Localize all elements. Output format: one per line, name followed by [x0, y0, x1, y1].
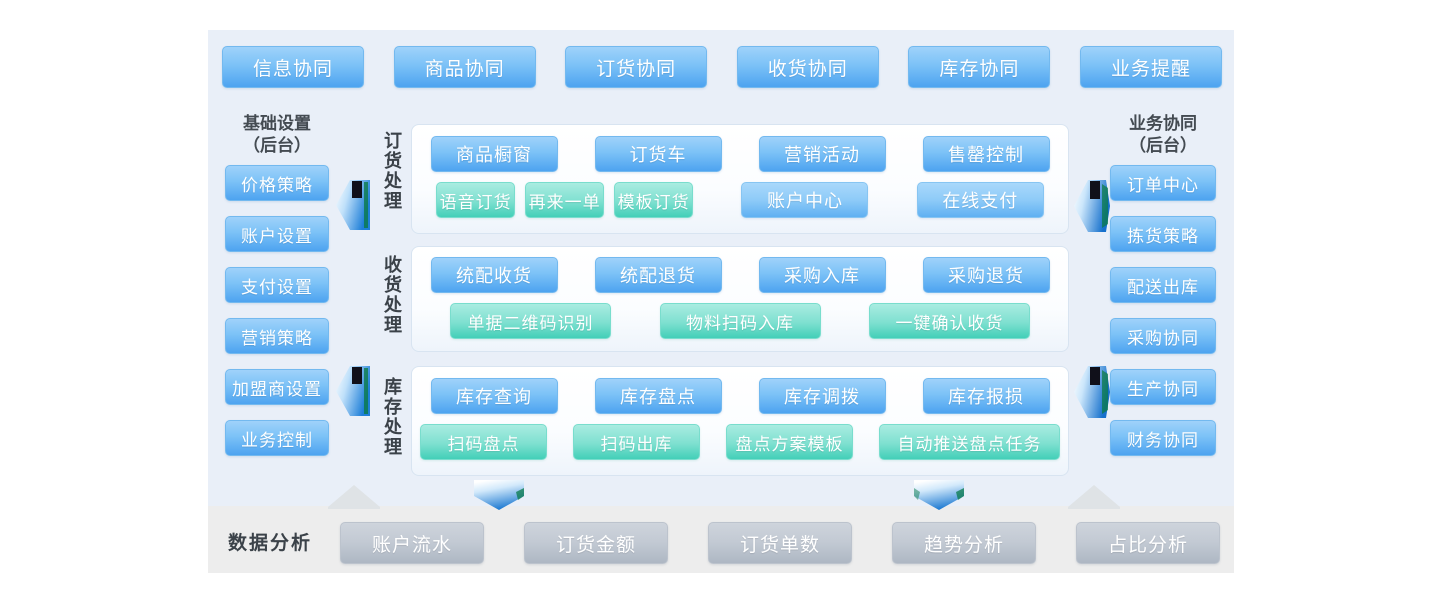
analysis-item-1[interactable]: 订货金额 — [524, 522, 668, 564]
panel-1-item-purchase-return[interactable]: 采购退货 — [922, 257, 1050, 293]
right-item-2[interactable]: 配送出库 — [1110, 267, 1216, 303]
top-item-2[interactable]: 订货协同 — [565, 46, 708, 88]
left-item-2[interactable]: 支付设置 — [225, 267, 329, 303]
left-item-3[interactable]: 营销策略 — [225, 318, 329, 354]
top-collaboration-row: 信息协同 商品协同 订货协同 收货协同 库存协同 业务提醒 — [222, 46, 1222, 88]
panel-2-row-2: 扫码盘点 扫码出库 盘点方案模板 自动推送盘点任务 — [412, 424, 1068, 460]
panel-0-item-template-order[interactable]: 模板订货 — [614, 182, 694, 218]
panel-0-item-soldout[interactable]: 售罄控制 — [922, 136, 1050, 172]
panel-1-item-one-click-receive[interactable]: 一键确认收货 — [869, 303, 1030, 339]
right-item-5[interactable]: 财务协同 — [1110, 420, 1216, 456]
panel-1-item-purchase-in[interactable]: 采购入库 — [758, 257, 886, 293]
panel-0-row-1: 商品橱窗 订货车 营销活动 售罄控制 — [412, 136, 1068, 172]
panel-receiving-processing: 统配收货 统配退货 采购入库 采购退货 单据二维码识别 物料扫码入库 一键确认收… — [411, 246, 1069, 352]
panel-0-teal-group: 语音订货 再来一单 模板订货 — [436, 182, 694, 218]
panel-0-item-account-center[interactable]: 账户中心 — [741, 182, 869, 218]
panel-0-vertical-label: 订货处理 — [382, 131, 402, 211]
left-item-4[interactable]: 加盟商设置 — [225, 369, 329, 405]
right-item-4[interactable]: 生产协同 — [1110, 369, 1216, 405]
right-column-title-line2: （后台） — [1129, 136, 1197, 155]
panel-0-item-cart[interactable]: 订货车 — [594, 136, 722, 172]
panel-order-processing: 商品橱窗 订货车 营销活动 售罄控制 语音订货 再来一单 模板订货 账户中心 在… — [411, 124, 1069, 234]
panel-2-item-scan-outbound[interactable]: 扫码出库 — [573, 424, 700, 460]
right-item-1[interactable]: 拣货策略 — [1110, 216, 1216, 252]
panel-0-item-voice-order[interactable]: 语音订货 — [436, 182, 516, 218]
panel-2-vertical-label: 库存处理 — [382, 377, 402, 457]
right-column-title-line1: 业务协同 — [1129, 114, 1197, 133]
panel-2-item-auto-push-task[interactable]: 自动推送盘点任务 — [879, 424, 1060, 460]
top-item-3[interactable]: 收货协同 — [736, 46, 879, 88]
right-column: 业务协同 （后台） 订单中心 拣货策略 配送出库 采购协同 生产协同 财务协同 — [1096, 113, 1230, 471]
left-column: 基础设置 （后台） 价格策略 账户设置 支付设置 营销策略 加盟商设置 业务控制 — [210, 113, 344, 471]
top-item-1[interactable]: 商品协同 — [393, 46, 536, 88]
panel-1-item-scan-inbound[interactable]: 物料扫码入库 — [659, 303, 821, 339]
panel-1-item-qr-recognition[interactable]: 单据二维码识别 — [450, 303, 611, 339]
panel-2-item-count-template[interactable]: 盘点方案模板 — [726, 424, 853, 460]
left-column-title: 基础设置 （后台） — [210, 113, 344, 157]
panel-0-item-reorder[interactable]: 再来一单 — [525, 182, 605, 218]
analysis-item-4[interactable]: 占比分析 — [1076, 522, 1220, 564]
panel-2-row-1: 库存查询 库存盘点 库存调拨 库存报损 — [412, 378, 1068, 414]
left-column-title-line2: （后台） — [243, 136, 311, 155]
left-item-0[interactable]: 价格策略 — [225, 165, 329, 201]
analysis-item-0[interactable]: 账户流水 — [340, 522, 484, 564]
top-item-5[interactable]: 业务提醒 — [1079, 46, 1222, 88]
panel-2-item-stock-loss[interactable]: 库存报损 — [922, 378, 1050, 414]
panel-0-item-promotion[interactable]: 营销活动 — [758, 136, 886, 172]
panel-1-item-unified-receive[interactable]: 统配收货 — [430, 257, 558, 293]
panel-1-row-2: 单据二维码识别 物料扫码入库 一键确认收货 — [412, 303, 1068, 339]
chevron-up-right-icon — [1066, 483, 1122, 509]
left-item-1[interactable]: 账户设置 — [225, 216, 329, 252]
panel-1-row-1: 统配收货 统配退货 采购入库 采购退货 — [412, 257, 1068, 293]
panel-0-row-2: 语音订货 再来一单 模板订货 账户中心 在线支付 — [412, 182, 1068, 218]
right-item-0[interactable]: 订单中心 — [1110, 165, 1216, 201]
panel-0-item-online-pay[interactable]: 在线支付 — [916, 182, 1044, 218]
right-item-3[interactable]: 采购协同 — [1110, 318, 1216, 354]
panel-2-item-stock-transfer[interactable]: 库存调拨 — [758, 378, 886, 414]
panel-0-item-showcase[interactable]: 商品橱窗 — [430, 136, 558, 172]
panel-1-item-unified-return[interactable]: 统配退货 — [594, 257, 722, 293]
analysis-row: 账户流水 订货金额 订货单数 趋势分析 占比分析 — [340, 522, 1220, 564]
analysis-item-3[interactable]: 趋势分析 — [892, 522, 1036, 564]
panel-inventory-processing: 库存查询 库存盘点 库存调拨 库存报损 扫码盘点 扫码出库 盘点方案模板 自动推… — [411, 366, 1069, 476]
panel-2-item-scan-count[interactable]: 扫码盘点 — [420, 424, 547, 460]
analysis-item-2[interactable]: 订货单数 — [708, 522, 852, 564]
panel-1-vertical-label: 收货处理 — [382, 255, 402, 335]
top-item-4[interactable]: 库存协同 — [908, 46, 1051, 88]
panel-2-item-stock-query[interactable]: 库存查询 — [430, 378, 558, 414]
left-column-title-line1: 基础设置 — [243, 114, 311, 133]
chevron-up-left-icon — [326, 483, 382, 509]
right-column-title: 业务协同 （后台） — [1096, 113, 1230, 157]
panel-2-item-stock-count[interactable]: 库存盘点 — [594, 378, 722, 414]
top-item-0[interactable]: 信息协同 — [222, 46, 364, 88]
analysis-label: 数据分析 — [228, 533, 313, 554]
left-item-5[interactable]: 业务控制 — [225, 420, 329, 456]
